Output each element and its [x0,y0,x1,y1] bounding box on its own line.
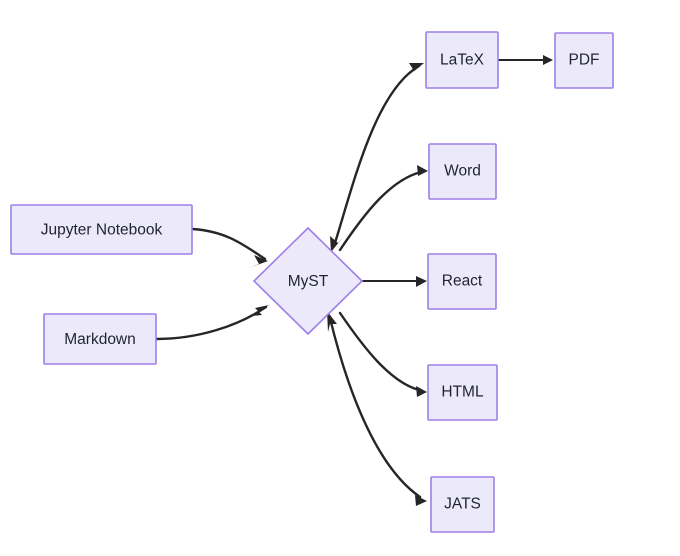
arrowhead-latex-pdf-end [543,55,553,65]
node-pdf[interactable]: PDF [554,32,614,89]
node-html-box [427,364,498,421]
node-latex-label: LaTeX [440,52,485,69]
edge-myst-to-jats[interactable] [327,311,427,506]
node-myst[interactable]: MyST [252,226,364,336]
node-jats-box [430,476,495,533]
node-react-label: React [442,273,483,290]
node-layer: Jupyter Notebook Markdown MyST LaTeX PDF [10,31,614,533]
node-react-box [427,253,497,310]
edge-layer [154,55,553,506]
node-jupyter-notebook-box [10,204,193,255]
edge-path-markdown-myst [154,305,268,341]
edge-path-jupyter-myst [190,227,267,261]
node-jats-label: JATS [444,496,481,513]
arrowhead-myst-latex-start [330,236,344,252]
node-jupyter-notebook-label: Jupyter Notebook [41,222,163,239]
node-latex-box [425,31,499,89]
node-word-label: Word [444,163,481,180]
node-html-label: HTML [441,384,484,401]
node-jupyter-notebook[interactable]: Jupyter Notebook [10,204,193,255]
arrowhead-myst-react-end [416,276,427,287]
node-react[interactable]: React [427,253,497,310]
node-myst-diamond [252,226,364,336]
arrowhead-myst-latex-end [407,63,424,77]
arrowhead-jupyter-myst-end [249,255,268,268]
edge-myst-to-word[interactable] [338,165,428,252]
node-latex[interactable]: LaTeX [425,31,499,89]
edge-path-myst-latex [332,64,421,248]
node-word[interactable]: Word [428,143,497,200]
node-html[interactable]: HTML [427,364,498,421]
arrowhead-myst-html-end [416,386,427,397]
node-jats[interactable]: JATS [430,476,495,533]
node-myst-label: MyST [288,273,329,290]
arrowhead-myst-jats-start [327,311,337,332]
edge-path-myst-html [338,311,421,392]
node-pdf-label: PDF [569,52,600,69]
edge-latex-to-pdf[interactable] [497,55,553,65]
arrowhead-myst-word-end [417,165,428,176]
node-markdown-label: Markdown [64,331,136,348]
node-markdown[interactable]: Markdown [43,313,157,365]
node-pdf-box [554,32,614,89]
edge-jupyter-to-myst[interactable] [190,227,268,268]
edge-path-myst-word [338,170,423,252]
edge-myst-to-react[interactable] [361,276,427,287]
edge-myst-to-html[interactable] [338,311,427,397]
node-word-box [428,143,497,200]
edge-path-myst-jats [328,316,422,499]
edge-markdown-to-myst[interactable] [154,305,269,341]
arrowhead-markdown-myst-end [251,305,269,316]
edge-myst-to-latex[interactable] [330,63,424,252]
node-markdown-box [43,313,157,365]
arrowhead-myst-jats-end [415,495,427,506]
